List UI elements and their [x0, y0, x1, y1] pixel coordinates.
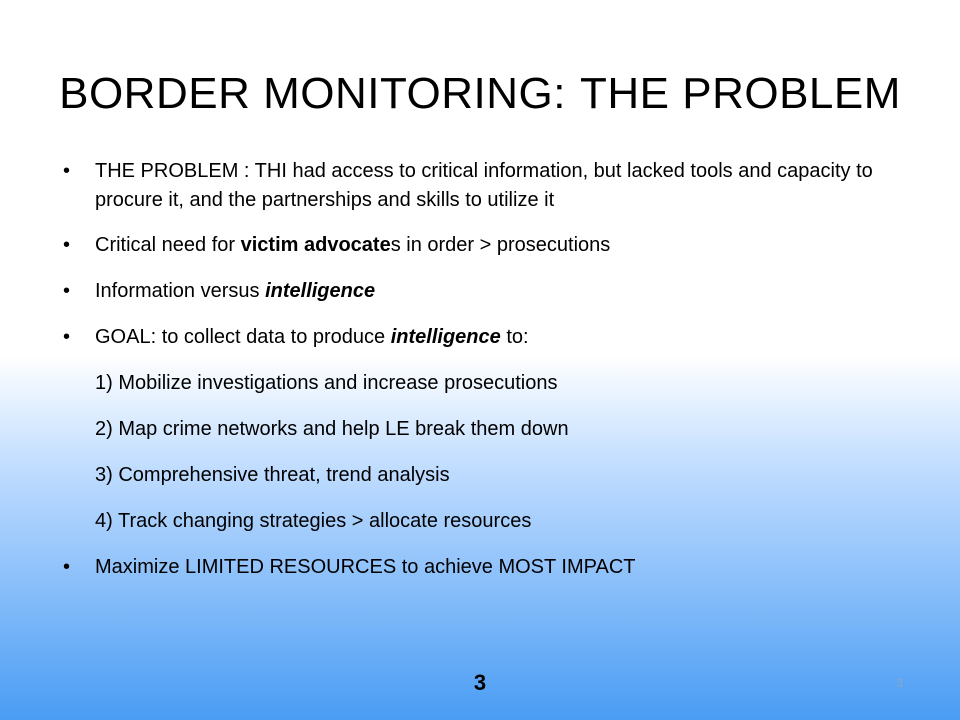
text-segment: GOAL: to collect data to produce	[95, 326, 391, 348]
goal-item-2: 2) Map crime networks and help LE break …	[63, 415, 923, 444]
bullet-text: Information versus intelligence	[95, 277, 923, 306]
slide-number: 3	[896, 676, 903, 690]
bullet-dot-icon: •	[63, 160, 71, 182]
bullet-maximize: • Maximize LIMITED RESOURCES to achieve …	[63, 553, 923, 582]
bold-italic-segment: intelligence	[265, 280, 376, 302]
title-part-1: BORDER MONITORING:	[59, 69, 566, 118]
goal-text: 1) Mobilize investigations and increase …	[95, 372, 558, 394]
text-segment: Information versus	[95, 280, 266, 302]
goal-text: 2) Map crime networks and help LE break …	[95, 418, 569, 440]
bullet-text: THE PROBLEM : THI had access to critical…	[95, 160, 873, 211]
text-segment: to:	[500, 326, 529, 348]
bullet-victim-advocates: • Critical need for victim advocates in …	[63, 231, 923, 260]
bold-segment: victim advocate	[240, 234, 391, 256]
title-part-2: THE PROBLEM	[580, 69, 901, 118]
bullet-dot-icon: •	[63, 326, 71, 348]
bullet-dot-icon: •	[63, 556, 71, 578]
slide-title: BORDER MONITORING: THE PROBLEM	[0, 62, 960, 126]
footer-page-number: 3	[473, 670, 487, 695]
bullet-list: • THE PROBLEM : THI had access to critic…	[63, 157, 923, 582]
bullet-goal: • GOAL: to collect data to produce intel…	[63, 323, 923, 352]
text-segment: s in order > prosecutions	[390, 234, 611, 256]
bullet-dot-icon: •	[63, 280, 71, 302]
text-segment: Critical need for	[95, 234, 241, 256]
goal-text: 4) Track changing strategies > allocate …	[95, 510, 532, 532]
bullet-dot-icon: •	[63, 234, 71, 256]
goal-text: 3) Comprehensive threat, trend analysis	[95, 464, 450, 486]
bullet-information: • Information versus intelligence	[63, 277, 923, 306]
bullet-text: Critical need for victim advocates in or…	[95, 231, 923, 260]
bullet-text: Maximize LIMITED RESOURCES to achieve MO…	[95, 556, 636, 578]
bullet-text: GOAL: to collect data to produce intelli…	[95, 323, 923, 352]
goal-item-4: 4) Track changing strategies > allocate …	[63, 507, 923, 536]
bold-italic-segment: intelligence	[390, 326, 501, 348]
goal-item-3: 3) Comprehensive threat, trend analysis	[63, 461, 923, 490]
goal-item-1: 1) Mobilize investigations and increase …	[63, 369, 923, 398]
bullet-problem: • THE PROBLEM : THI had access to critic…	[63, 157, 923, 215]
